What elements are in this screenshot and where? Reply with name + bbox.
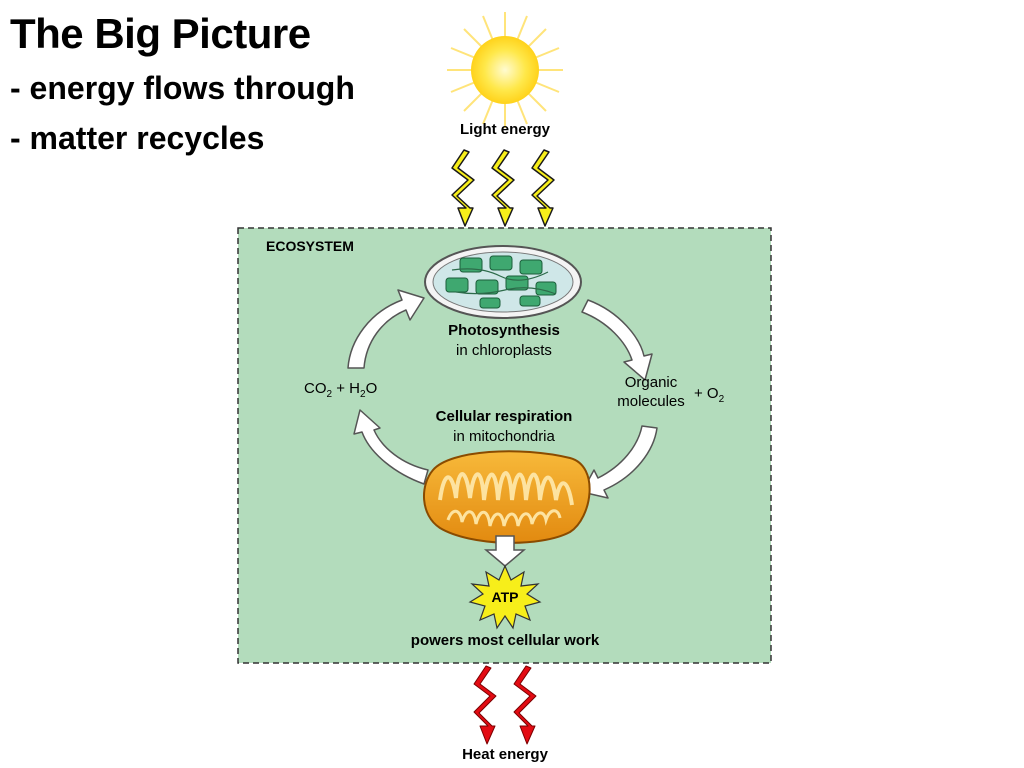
organic-label-line1: Organic xyxy=(624,374,678,391)
organic-label-line2: molecules xyxy=(617,393,685,410)
slide-title: The Big Picture xyxy=(10,10,311,57)
light-energy-bolts xyxy=(451,149,555,227)
atp-starburst-icon xyxy=(468,564,542,630)
heat-energy-label: Heat energy xyxy=(462,746,548,763)
heat-energy-bolts xyxy=(473,665,537,745)
atp-label: ATP xyxy=(491,589,519,605)
chloroplasts-label: in chloroplasts xyxy=(456,342,552,359)
o2-label: + O2 xyxy=(694,385,725,405)
mitochondrion-icon xyxy=(422,450,591,544)
cycle-arrows xyxy=(347,289,658,499)
co2-h2o-label: CO2 + H2O xyxy=(304,380,378,400)
atp-down-arrow xyxy=(483,535,527,567)
chloroplast-icon xyxy=(424,245,582,319)
light-energy-label: Light energy xyxy=(459,121,550,138)
sun-icon xyxy=(447,12,563,128)
bullet-matter-recycles: - matter recycles xyxy=(10,120,265,156)
photosynthesis-label: Photosynthesis xyxy=(448,322,560,339)
ecosystem-label: ECOSYSTEM xyxy=(266,238,354,254)
cellular-respiration-label: Cellular respiration xyxy=(435,408,573,425)
powers-work-label: powers most cellular work xyxy=(410,632,600,649)
mitochondria-label: in mitochondria xyxy=(453,428,555,445)
bullet-energy-flows: - energy flows through xyxy=(10,70,355,106)
